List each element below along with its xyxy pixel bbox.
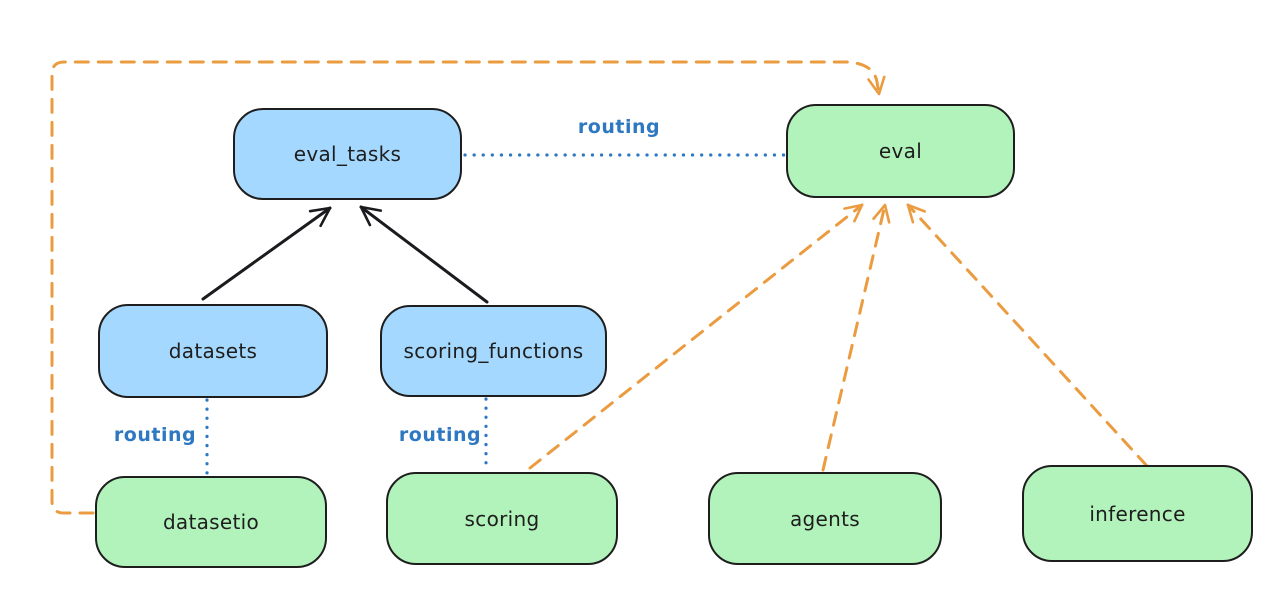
- node-eval: eval: [786, 104, 1015, 198]
- node-eval-label: eval: [878, 139, 923, 163]
- node-inference-label: inference: [1089, 501, 1186, 526]
- node-datasets: datasets: [98, 304, 328, 398]
- node-scoring: scoring: [386, 472, 618, 565]
- node-eval-tasks: eval_tasks: [233, 108, 462, 200]
- node-scoring-label: scoring: [464, 506, 540, 531]
- node-agents: agents: [708, 472, 942, 565]
- node-scoring-functions: scoring_functions: [380, 305, 607, 397]
- edge-datasetio-to-eval: [50, 60, 886, 515]
- node-datasetio-label: datasetio: [162, 510, 260, 534]
- edge-scoring-to-eval: [528, 203, 864, 470]
- node-scoring-functions-label: scoring_functions: [403, 339, 584, 363]
- node-agents-label: agents: [790, 506, 860, 531]
- edge-datasets-to-eval-tasks: [201, 206, 332, 301]
- edge-label-routing-scoring-functions-scoring: routing: [398, 424, 482, 446]
- edge-label-routing-datasets-datasetio: routing: [113, 424, 197, 446]
- node-inference: inference: [1022, 465, 1253, 562]
- node-datasets-label: datasets: [168, 339, 258, 363]
- edge-scoring-functions-to-eval-tasks: [359, 205, 489, 304]
- edge-inference-to-eval: [906, 203, 1149, 468]
- node-datasetio: datasetio: [95, 476, 327, 568]
- node-eval-tasks-label: eval_tasks: [293, 142, 402, 166]
- edge-agents-to-eval: [821, 203, 891, 472]
- edge-label-routing-eval-tasks-eval: routing: [577, 116, 661, 138]
